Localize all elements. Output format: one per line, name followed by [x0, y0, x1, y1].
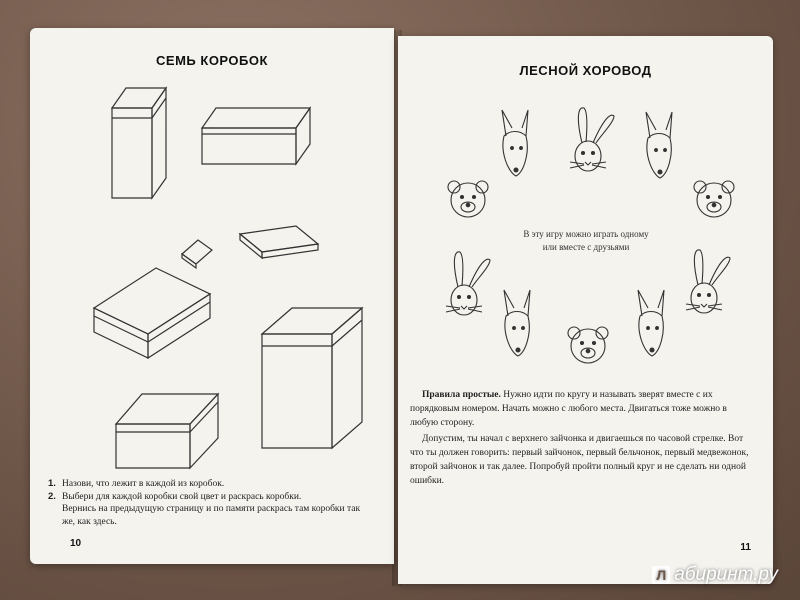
- bear-mask: [693, 180, 735, 218]
- instruction-extra: Вернись на предыдущую страницу и по памя…: [62, 504, 361, 527]
- rules-text: Правила простые. Нужно идти по кругу и н…: [410, 388, 755, 490]
- labirint-logo-icon: Л: [652, 566, 671, 584]
- box-3: [181, 239, 213, 270]
- box-1: [110, 86, 168, 200]
- right-page-number: 11: [740, 542, 751, 553]
- right-page: ЛЕСНОЙ ХОРОВОД: [398, 36, 773, 584]
- center-note: В эту игру можно играть одному или вмест…: [523, 229, 649, 252]
- squirrel-mask: [637, 289, 665, 357]
- left-page: СЕМЬ КОРОБОК: [30, 28, 394, 564]
- bunny-mask: [445, 251, 491, 316]
- right-page-title: ЛЕСНОЙ ХОРОВОД: [519, 63, 652, 78]
- rules-paragraph-1: Правила простые. Нужно идти по кругу и н…: [410, 390, 727, 428]
- box-5: [92, 267, 212, 360]
- labirint-watermark: Л абиринт.ру: [652, 564, 778, 586]
- instruction-item: 1.Назови, что лежит в каждой из коробок.: [48, 478, 225, 489]
- box-4: [238, 225, 320, 260]
- bunny-mask: [569, 107, 615, 172]
- box-7: [114, 392, 220, 470]
- bear-mask: [447, 180, 489, 218]
- rules-paragraph-2: Допустим, ты начал с верхнего зайчонка и…: [410, 434, 749, 486]
- watermark-text: абиринт.ру: [674, 564, 778, 585]
- rules-heading: Правила простые.: [422, 390, 501, 400]
- box-6: [260, 306, 364, 450]
- book-spine: [392, 30, 402, 586]
- squirrel-mask: [503, 289, 531, 357]
- box-2: [200, 106, 312, 166]
- left-instructions: 1.Назови, что лежит в каждой из коробок.…: [48, 478, 368, 528]
- instruction-item: 2.Выбери для каждой коробки свой цвет и …: [48, 490, 302, 502]
- animal-circle-illustration: [445, 107, 735, 364]
- bear-mask: [567, 326, 609, 364]
- boxes-illustration: [92, 86, 364, 470]
- left-page-title: СЕМЬ КОРОБОК: [156, 53, 268, 68]
- squirrel-mask: [501, 109, 529, 177]
- squirrel-mask: [645, 111, 673, 179]
- bunny-mask: [685, 249, 731, 314]
- left-page-number: 10: [70, 538, 82, 549]
